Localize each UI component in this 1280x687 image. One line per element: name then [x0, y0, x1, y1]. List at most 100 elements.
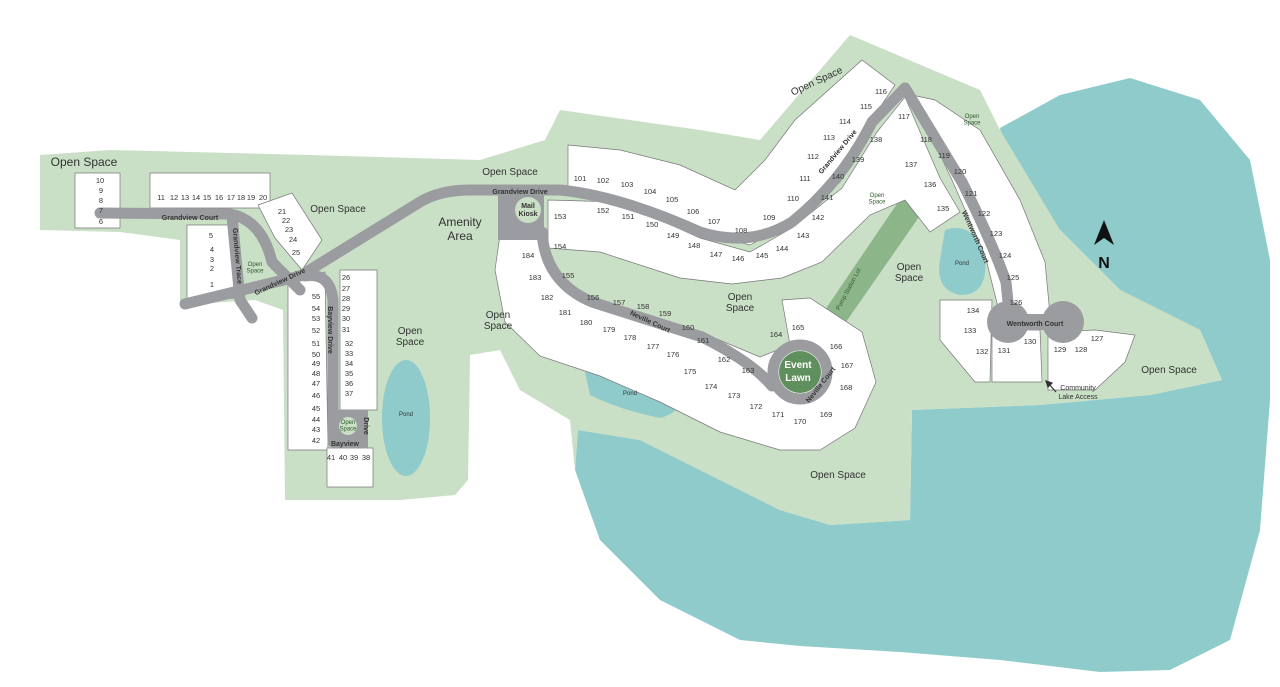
- lot-38: 38: [362, 453, 370, 462]
- lot-19: 19: [247, 193, 255, 202]
- lot-13: 13: [181, 193, 189, 202]
- open-space-label: Open: [486, 310, 510, 321]
- lot-144: 144: [776, 244, 789, 253]
- lot-176: 176: [667, 350, 680, 359]
- lot-6: 6: [99, 217, 103, 226]
- open-space-label: Open Space: [482, 167, 538, 178]
- lake-access-label: Community: [1060, 385, 1096, 392]
- lot-146: 146: [732, 254, 745, 263]
- mail-kiosk-green: [515, 197, 541, 223]
- lot-26: 26: [342, 273, 350, 282]
- open-space-label-small: Space: [963, 121, 981, 127]
- lot-7: 7: [99, 206, 103, 215]
- lake-access-label: Lake Access: [1058, 394, 1098, 401]
- lot-131: 131: [998, 346, 1011, 355]
- road-name-label: Grandview Drive: [492, 189, 547, 196]
- north-arrow-icon: N: [1094, 220, 1114, 272]
- pond-label: Pond: [623, 391, 637, 397]
- open-space-label: Open: [728, 292, 752, 303]
- lot-36: 36: [345, 379, 353, 388]
- lot-143: 143: [797, 231, 810, 240]
- lot-110: 110: [787, 194, 799, 203]
- lot-173: 173: [728, 391, 741, 400]
- lot-3: 3: [210, 255, 214, 264]
- lot-52: 52: [312, 326, 320, 335]
- lot-165: 165: [792, 323, 805, 332]
- open-space-label: Open Space: [51, 155, 118, 169]
- lot-42: 42: [312, 436, 320, 445]
- lot-172: 172: [750, 402, 763, 411]
- lot-102: 102: [597, 176, 610, 185]
- open-space-label: Space: [484, 321, 513, 332]
- lot-158: 158: [637, 302, 650, 311]
- lot-113: 113: [823, 133, 835, 142]
- lot-181: 181: [559, 308, 572, 317]
- lot-132: 132: [976, 347, 989, 356]
- lot-164: 164: [770, 330, 783, 339]
- lot-106: 106: [687, 207, 700, 216]
- amenity-area-label: Area: [447, 229, 473, 243]
- road-name-label: Bayview Drive: [326, 306, 333, 354]
- open-space-label-small: Space: [868, 200, 886, 206]
- lot-136: 136: [924, 180, 937, 189]
- pond-label: Pond: [399, 412, 413, 418]
- road-name-label: Wentworth Court: [1007, 321, 1064, 328]
- lot-117: 117: [898, 112, 910, 121]
- lot-142: 142: [812, 213, 825, 222]
- road-name-label: Bayview: [331, 441, 360, 448]
- lot-54: 54: [312, 304, 320, 313]
- lot-125: 125: [1007, 273, 1020, 282]
- amenity-area-label: Amenity: [438, 215, 481, 229]
- road-name-label: Grandview Trace: [231, 228, 243, 285]
- lot-24: 24: [289, 235, 297, 244]
- lot-112: 112: [807, 152, 819, 161]
- lot-50: 50: [312, 350, 320, 359]
- lot-20: 20: [259, 193, 267, 202]
- open-space-label: Open Space: [310, 204, 366, 215]
- lot-37: 37: [345, 389, 353, 398]
- lot-139: 139: [852, 155, 865, 164]
- lot-135: 135: [937, 204, 950, 213]
- lot-27: 27: [342, 284, 350, 293]
- lot-148: 148: [688, 241, 701, 250]
- lot-151: 151: [622, 212, 635, 221]
- road-name-label: Drive: [362, 417, 369, 435]
- lot-156: 156: [587, 293, 600, 302]
- lot-16: 16: [215, 193, 223, 202]
- lot-33: 33: [345, 349, 353, 358]
- lot-124: 124: [999, 251, 1012, 260]
- lot-182: 182: [541, 293, 554, 302]
- lot-49: 49: [312, 359, 320, 368]
- lot-163: 163: [742, 366, 755, 375]
- lot-44: 44: [312, 415, 320, 424]
- wentworth-cul-de-sac: [987, 301, 1084, 343]
- lot-180: 180: [580, 318, 593, 327]
- lot-174: 174: [705, 382, 718, 391]
- lot-157: 157: [613, 298, 626, 307]
- bayview-open-space-circle: [339, 417, 357, 435]
- lot-149: 149: [667, 231, 680, 240]
- open-space-label-small: Open: [248, 262, 263, 268]
- lot-109: 109: [763, 213, 776, 222]
- lot-55: 55: [312, 292, 320, 301]
- lot-47: 47: [312, 379, 320, 388]
- lot-138: 138: [870, 135, 883, 144]
- lot-30: 30: [342, 314, 350, 323]
- lot-170: 170: [794, 417, 807, 426]
- lot-10: 10: [96, 176, 104, 185]
- lot-4: 4: [210, 245, 214, 254]
- lot-35: 35: [345, 369, 353, 378]
- lot-14: 14: [192, 193, 200, 202]
- lot-150: 150: [646, 220, 659, 229]
- lot-9: 9: [99, 186, 103, 195]
- mail-kiosk-label: Mail: [521, 203, 535, 210]
- lot-160: 160: [682, 323, 695, 332]
- lot-121: 121: [965, 189, 978, 198]
- lot-21: 21: [278, 207, 286, 216]
- open-space-label-small: Open: [965, 114, 980, 120]
- lot-123: 123: [990, 229, 1003, 238]
- lot-8: 8: [99, 196, 103, 205]
- lot-179: 179: [603, 325, 616, 334]
